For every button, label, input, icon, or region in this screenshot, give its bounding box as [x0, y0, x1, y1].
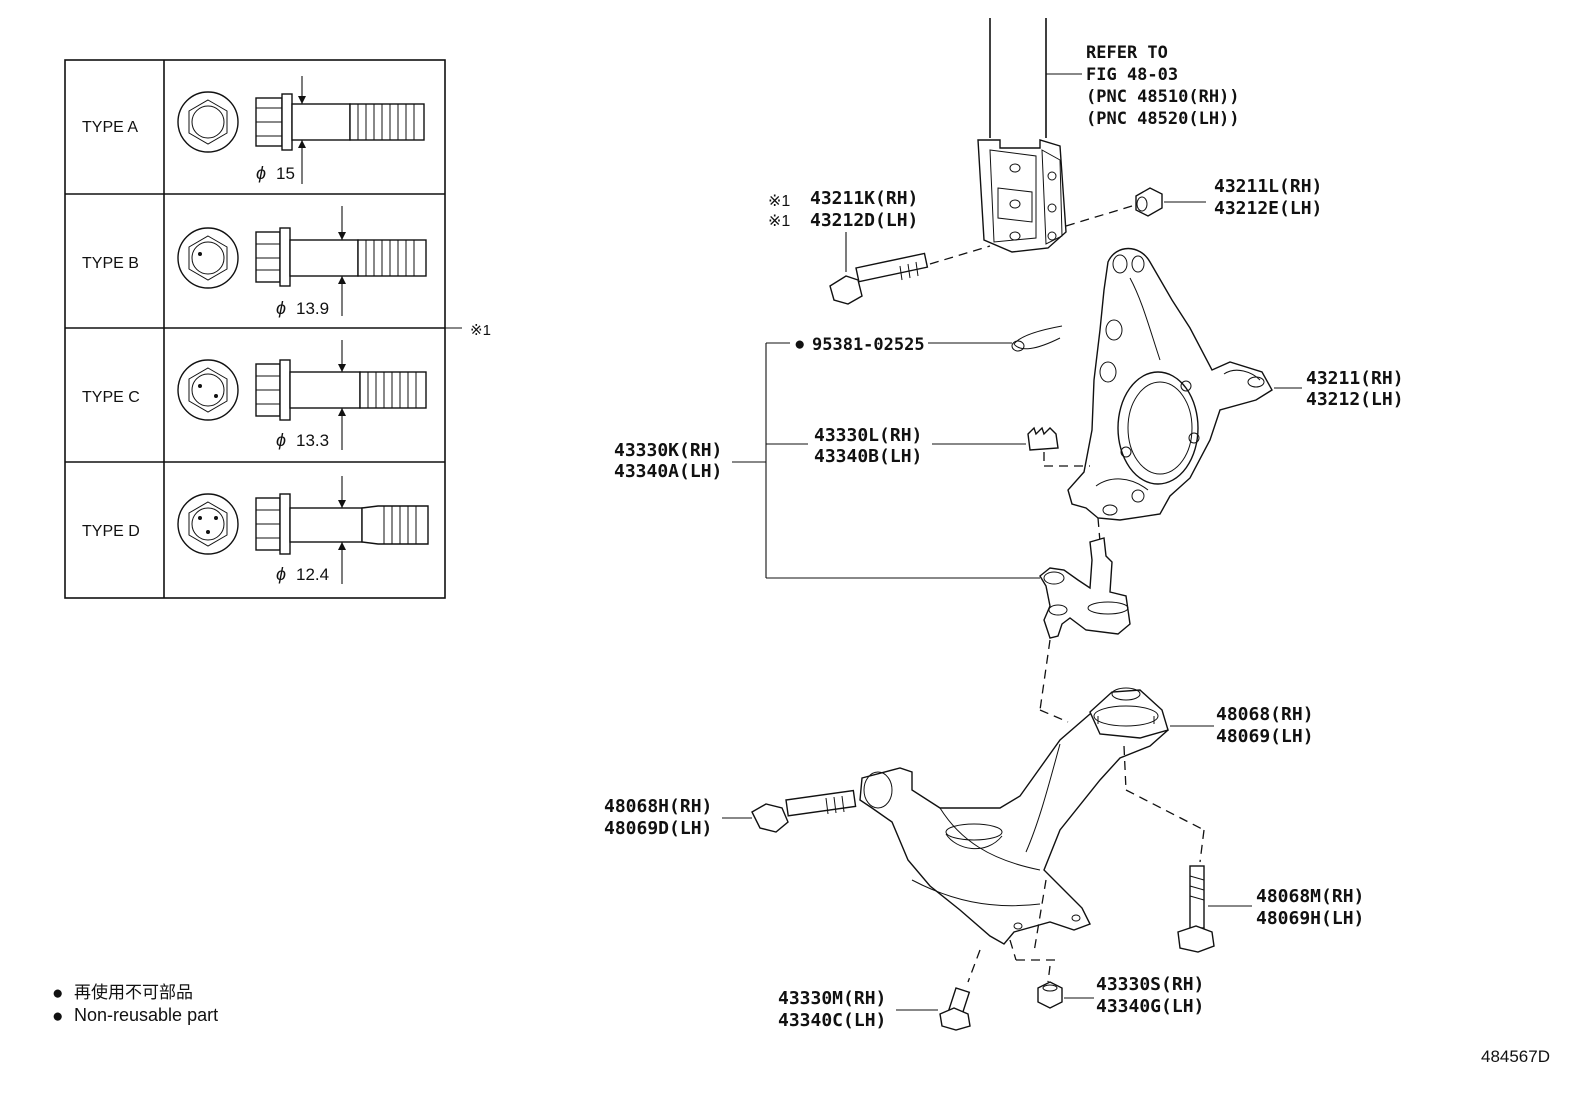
part-number-rh: 43330S(RH): [1096, 974, 1204, 995]
part-number-lh: 43212E(LH): [1214, 198, 1322, 219]
rear-bolt-drawing: [1177, 865, 1252, 953]
legend-marker: ●: [52, 1006, 63, 1027]
hex-nut-end-view-icon: [177, 91, 239, 153]
part-number-lh: 48069D(LH): [604, 818, 712, 839]
flange-bolt-drawing: [896, 939, 1060, 1031]
strut-assembly-drawing: [977, 18, 1082, 253]
part-number-rh: 43330M(RH): [778, 988, 886, 1009]
non-reusable-marker: ●: [794, 334, 805, 355]
part-number-rh: 43330K(RH): [614, 440, 722, 461]
part-number-rh: 48068M(RH): [1256, 886, 1364, 907]
castle-nut-drawing: [932, 426, 1101, 543]
type-b-diameter: 13.9: [296, 299, 329, 318]
table-row-type-b: TYPE B: [82, 206, 427, 318]
part-number-lh: 48069H(LH): [1256, 908, 1364, 929]
strut-ref-line-4: (PNC 48520(LH)): [1086, 109, 1240, 129]
cotter-pin-drawing: [928, 325, 1063, 352]
part-number-rh: 43330L(RH): [814, 425, 922, 446]
strut-reference-note: REFER TO FIG 48-03 (PNC 48510(RH)) (PNC …: [1086, 43, 1240, 129]
part-number-rh: 48068(RH): [1216, 704, 1314, 725]
steering-knuckle-drawing: [1067, 247, 1302, 521]
type-d-diameter: 12.4: [296, 565, 329, 584]
diameter-symbol: ϕ: [276, 564, 286, 584]
callout-nut-43211l: 43211L(RH) 43212E(LH): [1214, 176, 1322, 219]
callout-cotter-pin: ● 95381-02525: [794, 334, 925, 355]
part-number-lh: 43340A(LH): [614, 461, 722, 482]
stud-type-table: ※1 TYPE A: [64, 59, 491, 599]
type-c-label: TYPE C: [82, 389, 140, 406]
hub-bolt-side-view-icon: [255, 340, 427, 450]
ball-joint-bracket: [732, 342, 1040, 579]
lock-nut-drawing: [1037, 981, 1094, 1009]
callout-ball-joint: 43330K(RH) 43340A(LH): [614, 440, 722, 482]
strut-ref-line-2: FIG 48-03: [1086, 65, 1178, 85]
callout-rear-bolt: 48068M(RH) 48069H(LH): [1256, 886, 1364, 929]
part-number-lh: 43340C(LH): [778, 1010, 886, 1031]
callout-knuckle: 43211(RH) 43212(LH): [1306, 368, 1404, 410]
part-number-lh: 43340B(LH): [814, 446, 922, 467]
type-a-diameter: 15: [276, 164, 295, 183]
type-c-diameter: 13.3: [296, 431, 329, 450]
part-number-rh: 48068H(RH): [604, 796, 712, 817]
legend-marker: ●: [52, 983, 63, 1004]
hub-bolt-side-view-icon: [255, 206, 427, 316]
part-number: 95381-02525: [812, 335, 925, 355]
table-row-type-c: TYPE C: [82, 340, 427, 450]
ref-mark: ※1: [768, 213, 790, 230]
hub-bolt-side-view-icon: [255, 76, 425, 184]
part-number-lh: 43212D(LH): [810, 210, 918, 231]
callout-bolt-43330m: 43330M(RH) 43340C(LH): [778, 988, 886, 1031]
part-number-lh: 48069(LH): [1216, 726, 1314, 747]
part-number-rh: 43211L(RH): [1214, 176, 1322, 197]
callout-arm-bolt: 48068H(RH) 48069D(LH): [604, 796, 712, 839]
hex-nut-end-view-icon: [177, 493, 239, 555]
hex-nut-end-view-icon: [177, 227, 239, 289]
diameter-symbol: ϕ: [256, 163, 266, 183]
hub-bolt-side-view-icon: [255, 476, 429, 584]
diameter-symbol: ϕ: [276, 298, 286, 318]
callout-nut-43330s: 43330S(RH) 43340G(LH): [1096, 974, 1204, 1017]
figure-id: 484567D: [1481, 1047, 1550, 1066]
camber-bolt-drawing: [829, 245, 991, 305]
legend-english: Non-reusable part: [74, 1005, 218, 1025]
part-number-rh: 43211(RH): [1306, 368, 1404, 389]
table-row-type-d: TYPE D: [82, 476, 429, 584]
type-b-label: TYPE B: [82, 255, 139, 272]
part-number-lh: 43340G(LH): [1096, 996, 1204, 1017]
hex-nut-end-view-icon: [177, 359, 239, 421]
diameter-symbol: ϕ: [276, 430, 286, 450]
bushing-drawing: [1089, 687, 1214, 863]
arm-bolt-drawing: [722, 789, 857, 833]
part-number-lh: 43212(LH): [1306, 389, 1404, 410]
callout-bushing: 48068(RH) 48069(LH): [1216, 704, 1314, 747]
callout-nut-43330l: 43330L(RH) 43340B(LH): [814, 425, 922, 467]
lower-control-arm-drawing: [859, 703, 1169, 953]
flange-nut-drawing: [1065, 187, 1206, 227]
ref-mark: ※1: [768, 193, 790, 210]
legend: ● 再使用不可部品 ● Non-reusable part: [52, 982, 218, 1027]
strut-ref-line-3: (PNC 48510(RH)): [1086, 87, 1240, 107]
table-row-type-a: TYPE A: [82, 76, 425, 184]
type-d-label: TYPE D: [82, 523, 140, 540]
strut-ref-line-1: REFER TO: [1086, 43, 1168, 63]
callout-bolt-43211k: ※1 ※1 43211K(RH) 43212D(LH): [768, 188, 918, 272]
type-a-label: TYPE A: [82, 119, 138, 136]
table-note-mark: ※1: [470, 322, 491, 339]
legend-japanese: 再使用不可部品: [74, 982, 193, 1002]
ball-joint-drawing: [1039, 537, 1131, 723]
part-number-rh: 43211K(RH): [810, 188, 918, 209]
